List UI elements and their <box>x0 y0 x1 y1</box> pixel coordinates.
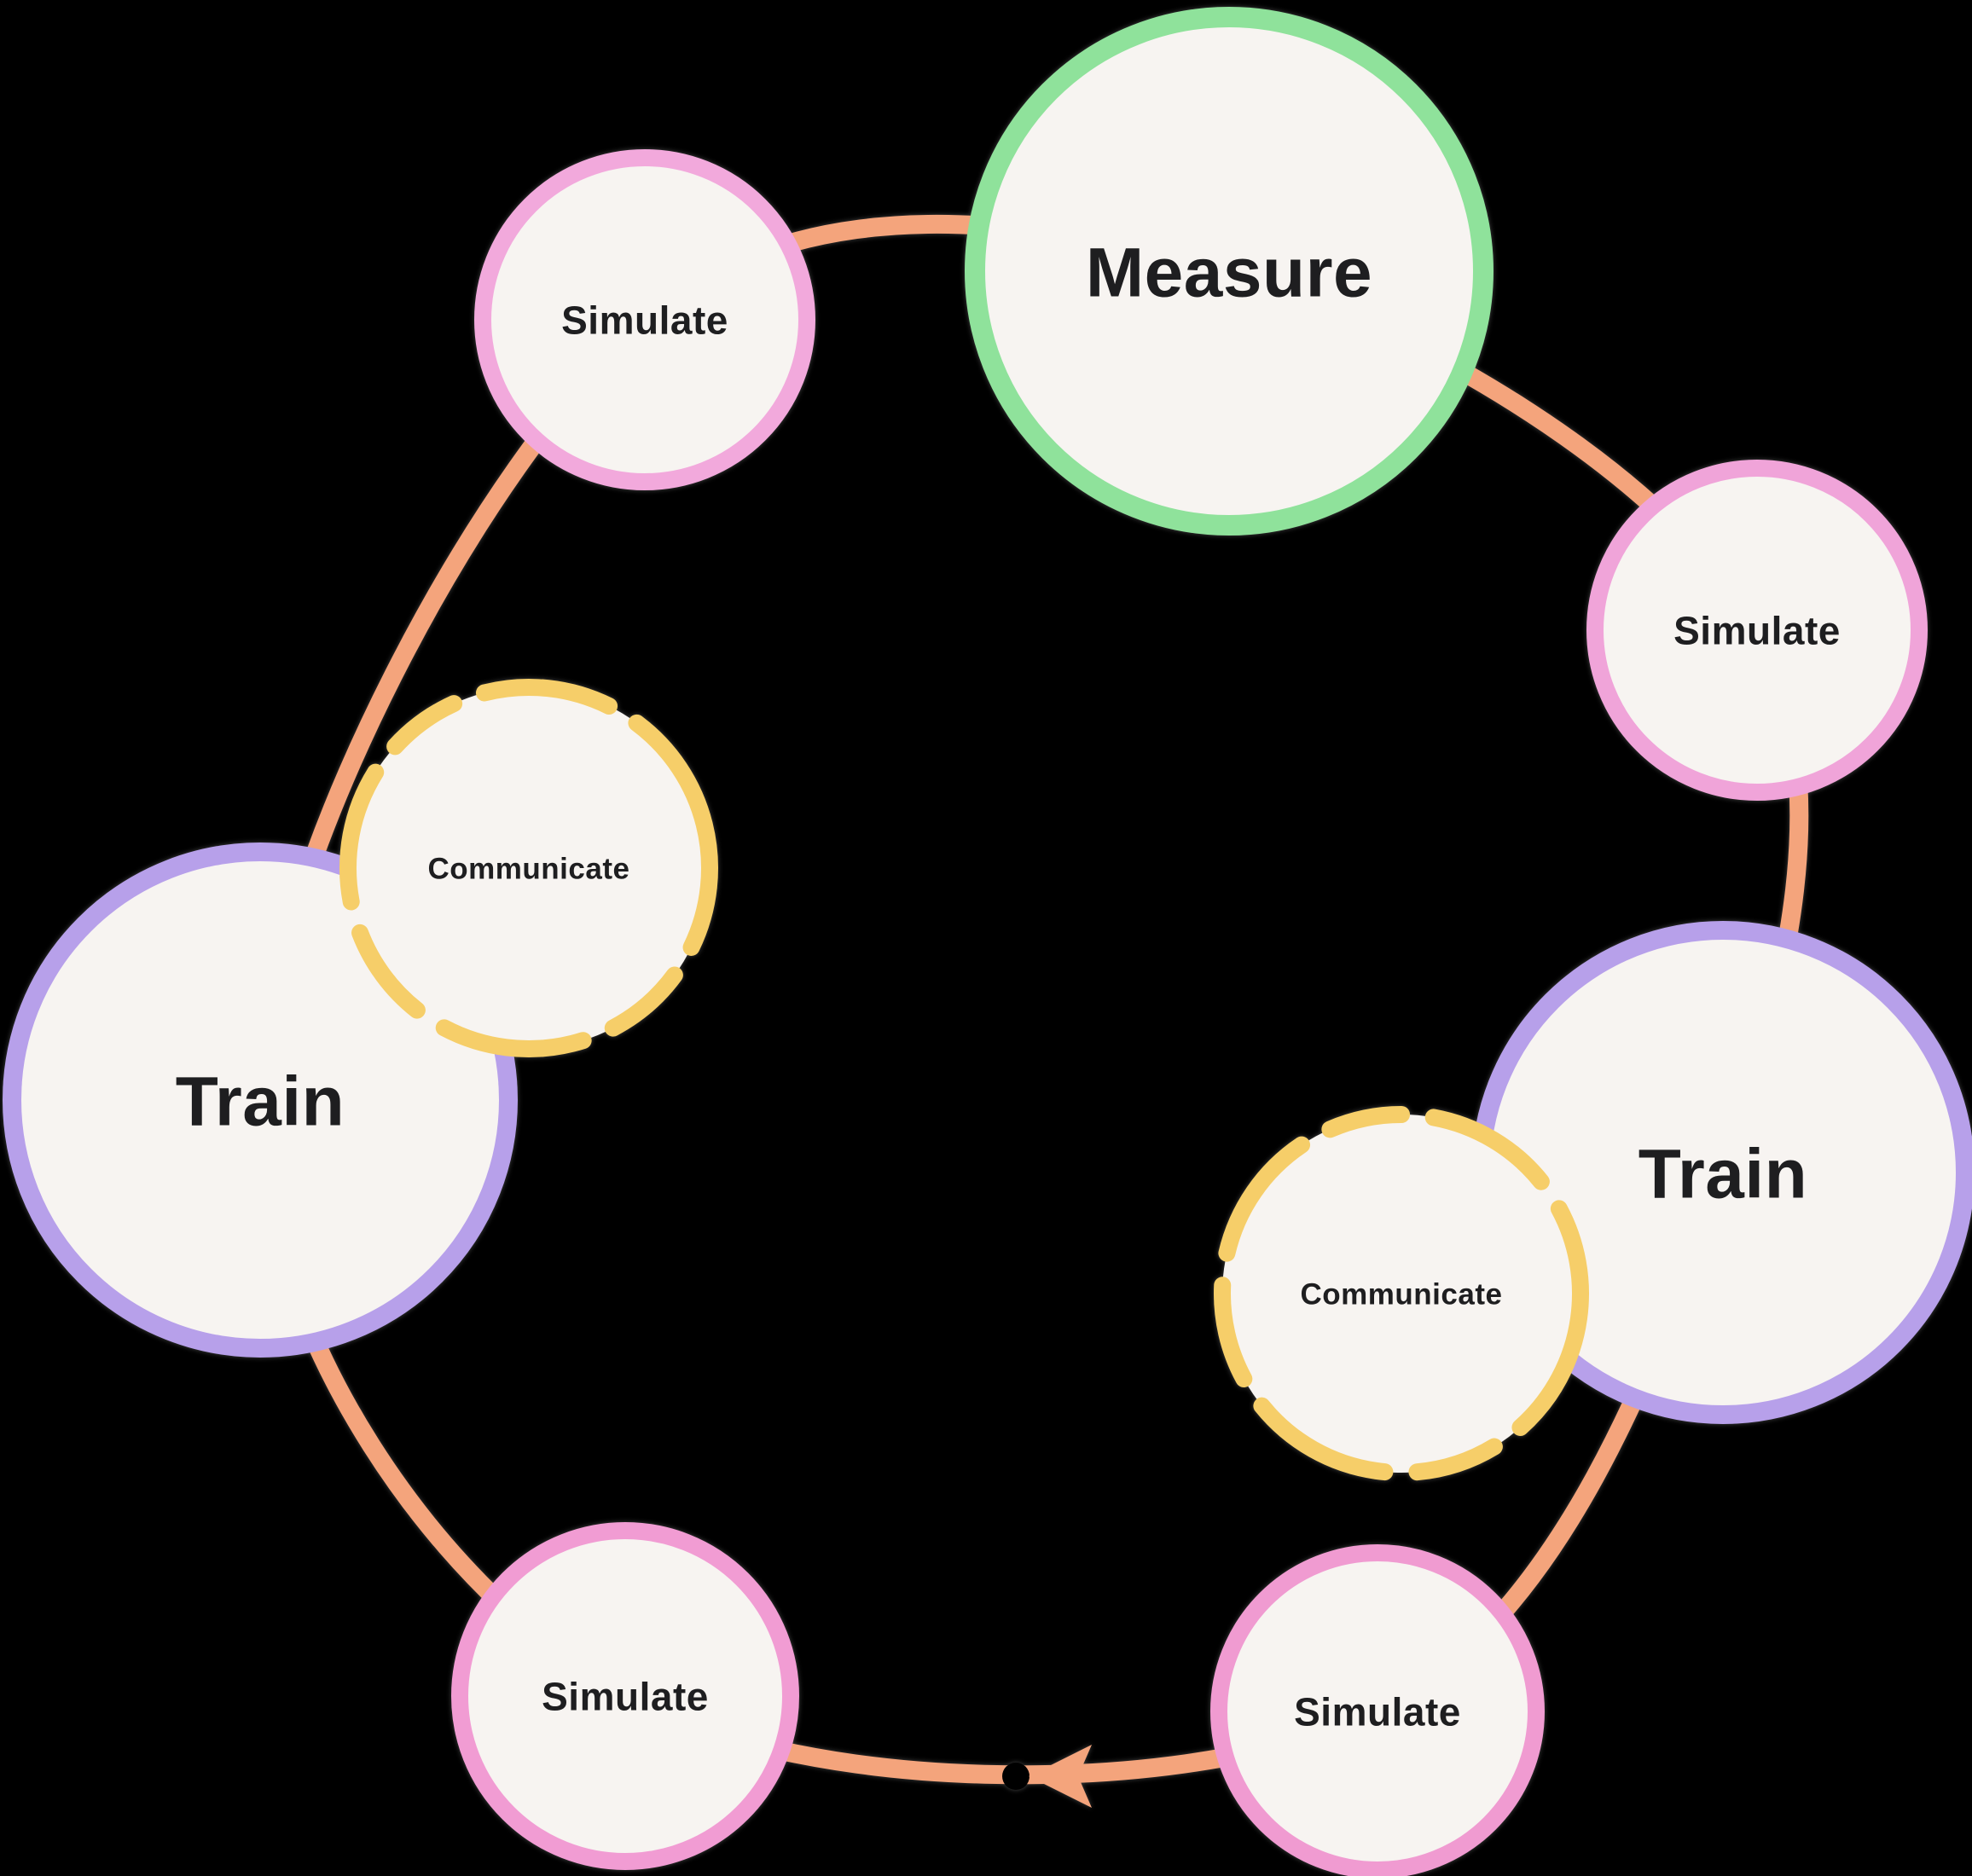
node-measure-circle <box>965 7 1494 536</box>
node-simulate-bottom-left-label: Simulate <box>542 1675 709 1719</box>
node-train-left-label: Train <box>176 1063 345 1141</box>
node-communicate-right-label: Communicate <box>1301 1278 1503 1311</box>
node-simulate-top-left-label: Simulate <box>561 298 728 343</box>
node-communicate-right-circle <box>1214 1106 1589 1481</box>
node-train-right-label: Train <box>1638 1136 1807 1213</box>
node-simulate-right-label: Simulate <box>1673 609 1841 653</box>
node-communicate-left-circle <box>339 679 718 1057</box>
node-simulate-top-left-circle <box>474 149 815 490</box>
node-measure-label: Measure <box>1086 234 1372 312</box>
connector-gap <box>1002 1763 1030 1790</box>
node-simulate-bottom-right-circle <box>1210 1544 1545 1876</box>
node-communicate-left-label: Communicate <box>428 853 630 886</box>
node-simulate-bottom-right-label: Simulate <box>1294 1690 1461 1734</box>
node-simulate-bottom-left-circle <box>451 1522 799 1870</box>
flow-arrowhead <box>1029 1745 1092 1808</box>
node-simulate-right-circle <box>1586 460 1928 801</box>
